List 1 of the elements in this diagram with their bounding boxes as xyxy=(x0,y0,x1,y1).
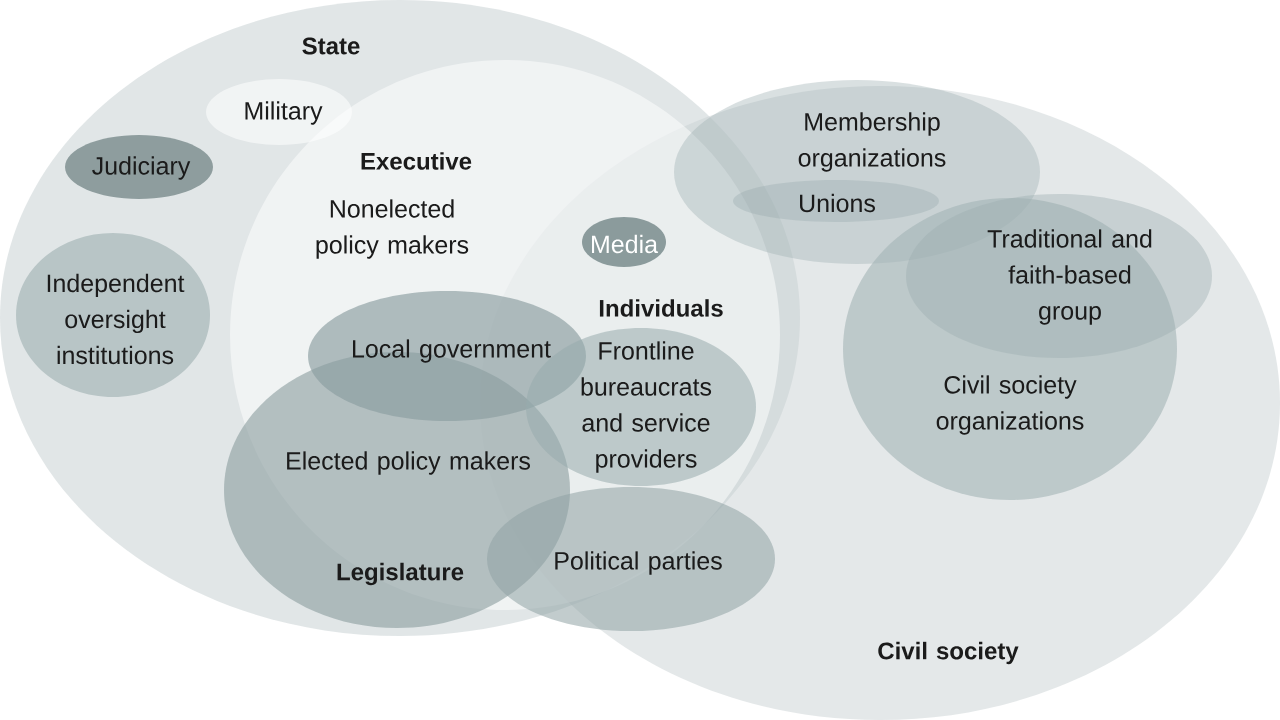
region-label: Individuals xyxy=(599,299,723,317)
